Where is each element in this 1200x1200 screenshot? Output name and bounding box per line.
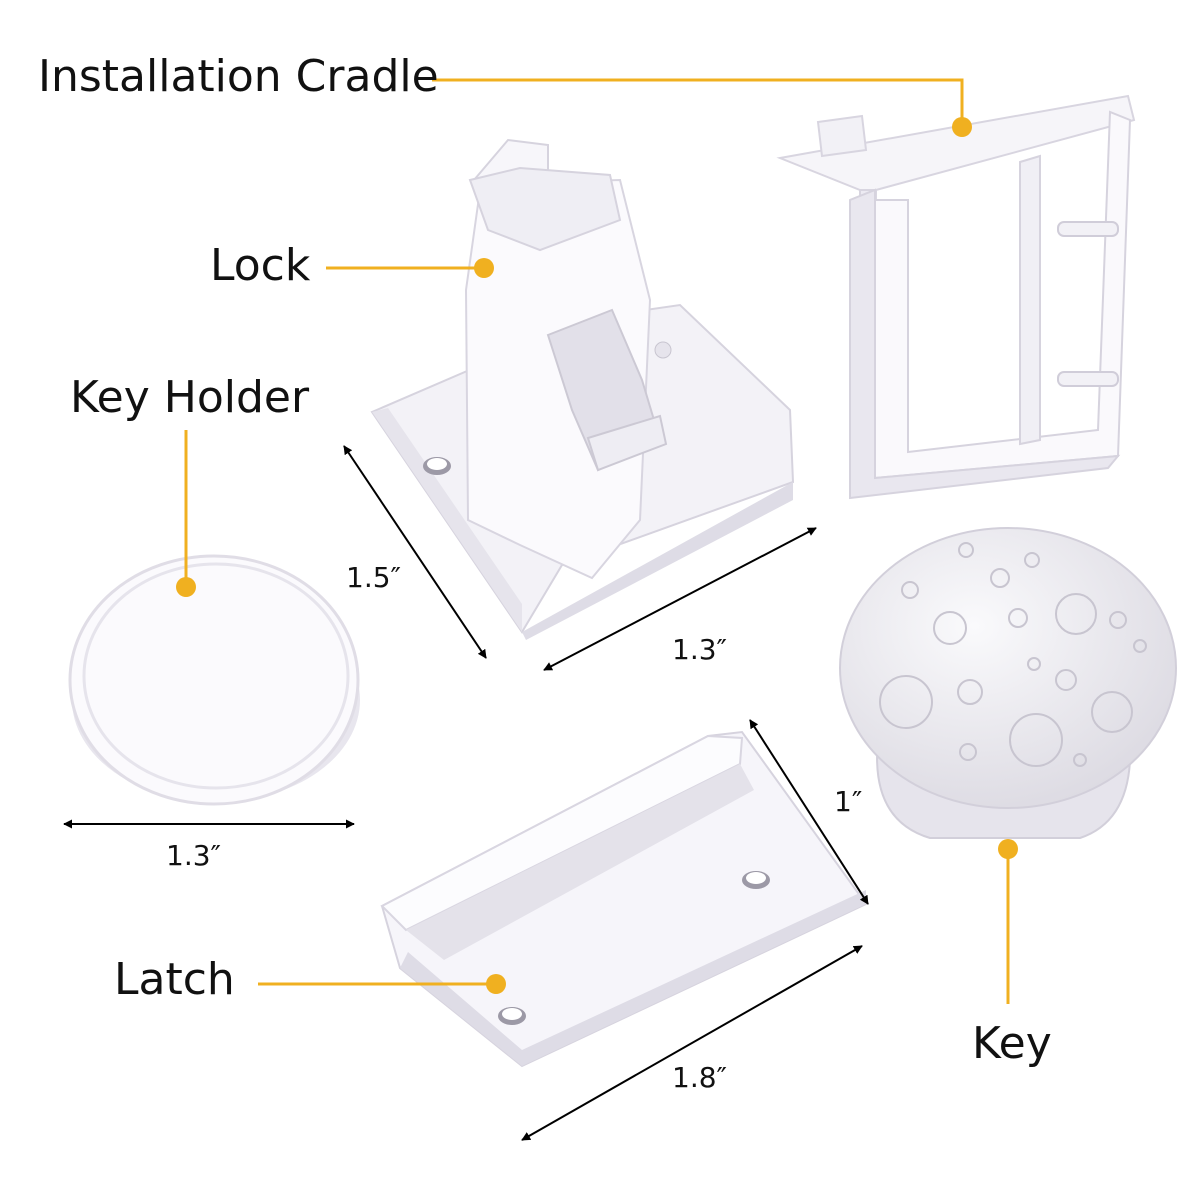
callout-leaders	[184, 78, 1010, 1004]
key-label: Key	[972, 1018, 1052, 1069]
lock-width-arrow	[543, 527, 817, 671]
lock-illustration	[370, 138, 795, 640]
lock-width-label: 1.3″	[672, 633, 727, 666]
latch-illustration	[380, 730, 868, 1068]
key-holder-diameter-label: 1.3″	[166, 839, 221, 872]
key-holder-callout-dot	[176, 577, 196, 597]
installation-cradle-illustration	[776, 94, 1136, 500]
key-holder-illustration	[68, 554, 360, 806]
latch-length-arrow	[521, 945, 863, 1141]
key-callout-dot	[998, 839, 1018, 859]
latch-length-label: 1.8″	[672, 1061, 727, 1094]
cradle-callout-dot	[952, 117, 972, 137]
latch-label: Latch	[114, 954, 235, 1005]
latch-width-label: 1″	[834, 785, 863, 818]
latch-width-arrow	[749, 719, 869, 905]
latch-callout-dot	[486, 974, 506, 994]
lock-depth-label: 1.5″	[346, 561, 401, 594]
key-illustration	[839, 527, 1177, 839]
lock-depth-arrow	[343, 445, 487, 659]
cradle-leader-line	[432, 78, 964, 126]
installation-cradle-label: Installation Cradle	[38, 51, 439, 102]
lock-label: Lock	[210, 240, 311, 291]
key-holder-label: Key Holder	[70, 372, 310, 423]
lock-callout-dot	[474, 258, 494, 278]
